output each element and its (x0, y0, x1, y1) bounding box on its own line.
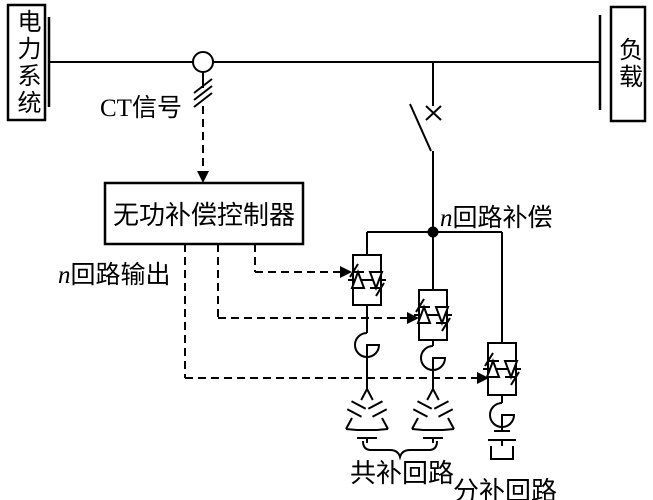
controller-label: 无功补偿控制器 (112, 201, 295, 230)
breaker-icon (409, 62, 442, 232)
n-variable: n (58, 262, 71, 289)
delta-capacitor-icon (411, 388, 455, 443)
thyristor-valve-icon (483, 342, 521, 396)
reactor-icon (489, 402, 516, 431)
delta-capacitor-icon (345, 388, 389, 443)
control-line-3 (254, 244, 340, 273)
n-output-label: n回路输出 (58, 255, 171, 291)
arrow-down-icon (197, 171, 209, 183)
n-compensation-text: 回路补偿 (452, 205, 553, 232)
ct-signal-link (197, 106, 209, 183)
load-label: 负载 (614, 37, 641, 91)
ct-signal-label: CT信号 (100, 95, 182, 122)
thyristor-valve-icon (348, 254, 386, 306)
thyristor-valve-icon (414, 289, 452, 341)
separate-branch-label: 分补回路 (453, 477, 558, 500)
reactor-icon (420, 345, 447, 389)
power-system-box (6, 3, 47, 122)
control-line-1 (184, 244, 477, 379)
n-compensation-label: n回路补偿 (440, 198, 553, 234)
power-system-label: 电力系统 (13, 8, 39, 117)
branch-1 (345, 232, 389, 443)
capacitor-icon (488, 430, 516, 460)
n-variable: n (440, 205, 453, 232)
arrow-right-icon (477, 372, 489, 384)
controller-box (103, 181, 305, 246)
load-box (609, 5, 647, 123)
branch-2 (411, 232, 455, 443)
arrow-right-icon (340, 266, 352, 278)
ct-sensor-icon (192, 51, 214, 108)
bus-line (47, 15, 602, 110)
n-output-text: 回路输出 (70, 262, 171, 289)
reactor-icon (354, 332, 381, 389)
common-branch-label: 共补回路 (350, 459, 455, 488)
brace-icon (362, 440, 438, 461)
branch-3 (483, 232, 521, 460)
arrow-right-icon (407, 312, 419, 324)
control-line-2 (217, 244, 407, 319)
